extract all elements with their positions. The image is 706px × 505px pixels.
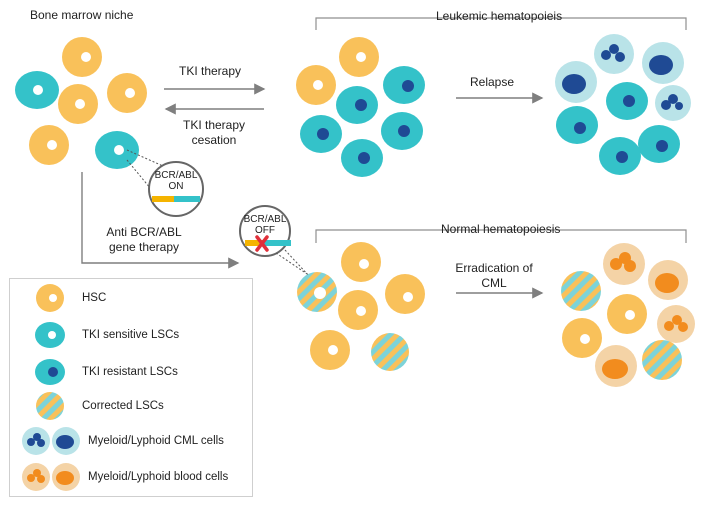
legend-cml-cells-swatch <box>22 427 80 455</box>
legend-label-hsc: HSC <box>82 292 107 304</box>
corrected-lsc <box>642 340 682 380</box>
cml-lymphoid-cell <box>642 42 684 84</box>
normal-hematopoiesis-label: Normal hematopoiesis <box>441 222 561 236</box>
leukemic-bracket <box>315 17 687 30</box>
cml-myeloid-cell <box>655 85 691 121</box>
anti-gene-therapy-label-line1: Anti BCR/ABL <box>106 225 182 239</box>
blood-lymphoid-cell <box>648 260 688 300</box>
bcr-abl-on-label-line1: BCR/ABL <box>154 170 198 181</box>
abl-gene-bar <box>263 240 291 246</box>
legend-corrected-swatch <box>36 392 64 420</box>
hsc-cell <box>29 125 69 165</box>
hsc-cell <box>562 318 602 358</box>
legend-label-tki-resistant: TKI resistant LSCs <box>82 366 178 378</box>
tki-resistant-lsc <box>381 112 423 150</box>
legend-label-tki-sensitive: TKI sensitive LSCs <box>82 329 180 341</box>
hsc-cell <box>62 37 102 77</box>
legend-label-cml-cells: Myeloid/Lyphoid CML cells <box>88 435 224 447</box>
legend-hsc-swatch <box>36 284 64 312</box>
legend-tki-resistant-swatch <box>35 359 65 385</box>
erradication-label-line1: Erradication of <box>455 261 533 275</box>
bcr-abl-off-label-line2: OFF <box>255 225 275 236</box>
hsc-cell <box>310 330 350 370</box>
erradication-label-line2: CML <box>481 276 507 290</box>
tki-sensitive-lsc <box>95 131 139 169</box>
cml-myeloid-cell <box>594 34 634 74</box>
normal-bracket <box>315 229 687 243</box>
hsc-cell <box>607 294 647 334</box>
hsc-cell <box>385 274 425 314</box>
legend-label-corrected: Corrected LSCs <box>82 400 164 412</box>
hsc-cell <box>296 65 336 105</box>
gene-therapy-arrow <box>81 172 240 269</box>
tki-cessation-label-line2: cesation <box>191 133 237 147</box>
abl-gene-bar <box>174 196 200 202</box>
tki-resistant-lsc <box>606 82 648 120</box>
bcr-abl-on-label-line2: ON <box>168 181 184 192</box>
tki-resistant-lsc <box>341 139 383 177</box>
corrected-lsc <box>561 271 601 311</box>
leukemic-hematopoiesis-label: Leukemic hematopoieis <box>436 9 563 23</box>
legend-tki-sensitive-swatch <box>35 322 65 348</box>
tki-resistant-lsc <box>556 106 598 144</box>
legend-label-blood-cells: Myeloid/Lyphoid blood cells <box>88 471 229 483</box>
bone-marrow-niche-label: Bone marrow niche <box>30 8 134 22</box>
hsc-cell <box>58 84 98 124</box>
corrected-lsc <box>297 272 337 312</box>
tki-resistant-lsc <box>383 66 425 104</box>
blood-myeloid-cell <box>657 305 695 343</box>
corrected-lsc <box>371 333 409 371</box>
tki-cessation-label-line1: TKI therapy <box>182 118 246 132</box>
tki-resistant-lsc <box>336 86 378 124</box>
bcr-abl-on-zoom <box>148 161 204 217</box>
zoom-line <box>126 159 161 201</box>
cml-lymphoid-cell <box>555 61 597 103</box>
hsc-cell <box>341 242 381 282</box>
tki-therapy-label: TKI therapy <box>179 64 242 78</box>
tki-sensitive-lsc <box>15 71 59 109</box>
hsc-cell <box>339 37 379 77</box>
hsc-cell <box>107 73 147 113</box>
bcr-gene-bar <box>152 196 174 202</box>
anti-gene-therapy-label-line2: gene therapy <box>108 240 180 254</box>
relapse-label: Relapse <box>470 75 515 89</box>
legend-blood-cells-swatch <box>22 463 80 491</box>
legend: HSC TKI sensitive LSCs TKI resistant LSC… <box>9 278 253 497</box>
hsc-cell <box>338 290 378 330</box>
tki-resistant-lsc <box>638 125 680 163</box>
legend-swatches <box>22 284 80 491</box>
bcr-gene-bar <box>245 240 263 246</box>
blood-lymphoid-cell <box>595 345 637 387</box>
tki-resistant-lsc <box>300 115 342 153</box>
cross-icon <box>255 235 269 252</box>
bcr-abl-off-label-line1: BCR/ABL <box>243 214 287 225</box>
blood-myeloid-cell <box>603 243 645 285</box>
tki-resistant-lsc <box>599 137 641 175</box>
